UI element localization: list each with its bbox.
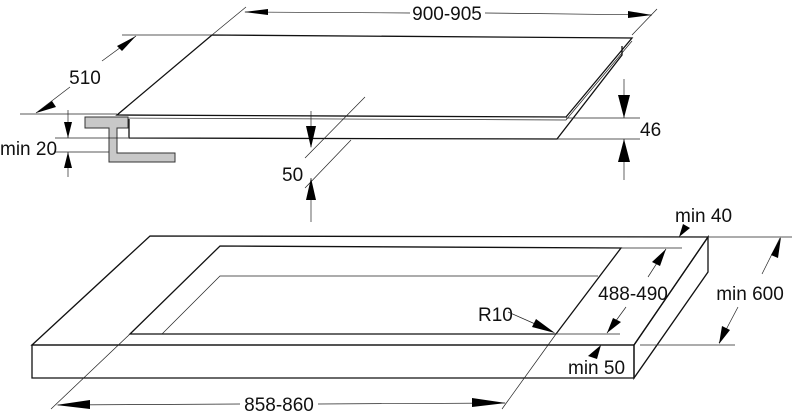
dimension-hob-width: 900-905 (211, 4, 658, 36)
bracket-thickness-label: min 20 (0, 139, 57, 160)
dimension-hob-height: 46 (557, 79, 661, 180)
dimension-hob-depth: 510 (20, 34, 212, 115)
cutout-depth-label: 488-490 (598, 284, 668, 305)
dimension-clearance: 50 (282, 96, 366, 222)
dimension-bracket-thickness: min 20 (0, 110, 128, 177)
cutout-inner-edge (161, 275, 598, 335)
worktop-side-face (633, 234, 709, 381)
dimension-front-margin: min 50 (568, 345, 625, 379)
dimension-corner-radius: R10 (478, 305, 555, 333)
hob-glass-edge (116, 40, 633, 121)
worktop-front-face (31, 344, 635, 379)
cutout-width-label: 858-860 (244, 395, 314, 416)
dimension-back-margin: min 40 (675, 206, 732, 237)
worktop-drawing (30, 234, 710, 381)
dimension-cutout-depth: 488-490 (556, 247, 682, 335)
worktop-cutout (128, 245, 623, 335)
worktop-depth-label: min 600 (716, 284, 784, 305)
corner-radius-label: R10 (478, 305, 513, 326)
mounting-bracket (84, 116, 176, 163)
hob-body (128, 46, 623, 140)
hob-depth-label: 510 (69, 68, 101, 89)
hob-drawing (115, 34, 634, 140)
hob-glass-top (115, 34, 634, 118)
dimension-worktop-depth: min 600 (640, 236, 792, 346)
clearance-label: 50 (282, 165, 303, 186)
front-margin-label: min 50 (568, 358, 625, 379)
hob-width-label: 900-905 (412, 4, 482, 25)
back-margin-label: min 40 (675, 206, 732, 227)
hob-height-label: 46 (640, 120, 661, 141)
dimension-cutout-width: 858-860 (50, 333, 557, 416)
